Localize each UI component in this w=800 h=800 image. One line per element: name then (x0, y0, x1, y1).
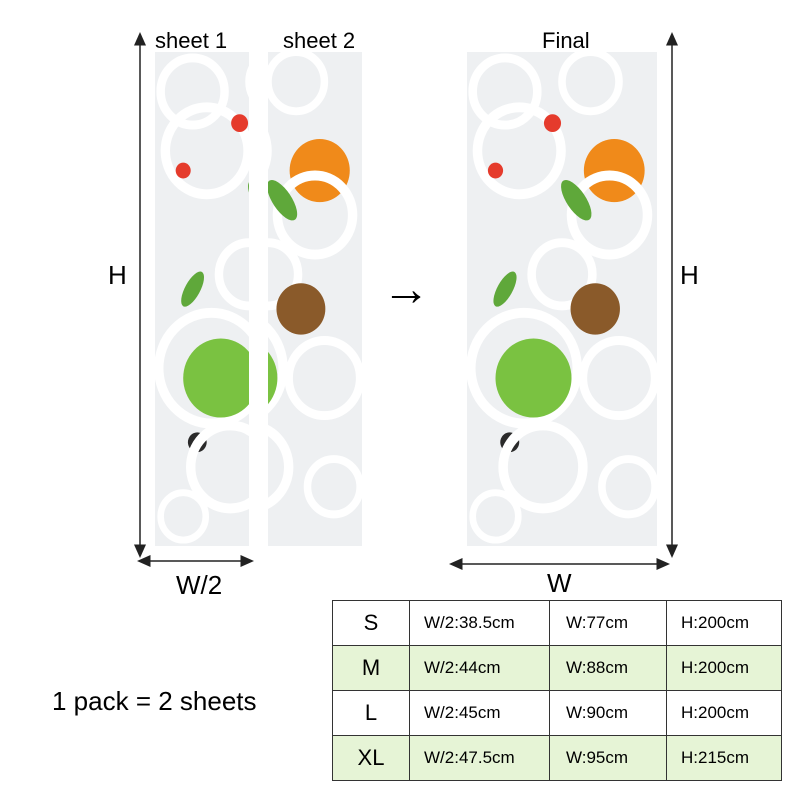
size-cell: M (332, 645, 410, 691)
height-cell: H:200cm (666, 645, 782, 691)
half-width-cell: W/2:38.5cm (409, 600, 550, 646)
size-cell: S (332, 600, 410, 646)
half-width-cell: W/2:45cm (409, 690, 550, 736)
arrow-right-icon: → (382, 263, 430, 316)
width-cell: W:90cm (549, 690, 667, 736)
dimension-lines (134, 32, 678, 570)
width-cell: W:77cm (549, 600, 667, 646)
width-cell: W:95cm (549, 735, 667, 781)
table-row: L W/2:45cm W:90cm H:200cm (332, 690, 782, 736)
size-table: S W/2:38.5cm W:77cm H:200cm M W/2:44cm W… (332, 600, 782, 781)
final-label: Final (542, 28, 590, 53)
height-cell: H:200cm (666, 600, 782, 646)
height-right-label: H (680, 260, 699, 290)
width-full-label: W (547, 568, 572, 598)
sheet1-label: sheet 1 (155, 28, 228, 53)
half-width-cell: W/2:44cm (409, 645, 550, 691)
height-cell: H:200cm (666, 690, 782, 736)
half-width-cell: W/2:47.5cm (409, 735, 550, 781)
table-row: XL W/2:47.5cm W:95cm H:215cm (332, 735, 782, 781)
width-half-label: W/2 (176, 570, 223, 600)
size-cell: L (332, 690, 410, 736)
final-panel (467, 52, 657, 546)
width-cell: W:88cm (549, 645, 667, 691)
pack-note: 1 pack = 2 sheets (52, 686, 257, 716)
height-cell: H:215cm (666, 735, 782, 781)
size-cell: XL (332, 735, 410, 781)
sheet1-panel (155, 52, 249, 546)
table-row: S W/2:38.5cm W:77cm H:200cm (332, 600, 782, 646)
height-left-label: H (108, 260, 127, 290)
sheet2-panel (268, 52, 362, 546)
table-row: M W/2:44cm W:88cm H:200cm (332, 645, 782, 691)
sheet2-label: sheet 2 (283, 28, 356, 53)
